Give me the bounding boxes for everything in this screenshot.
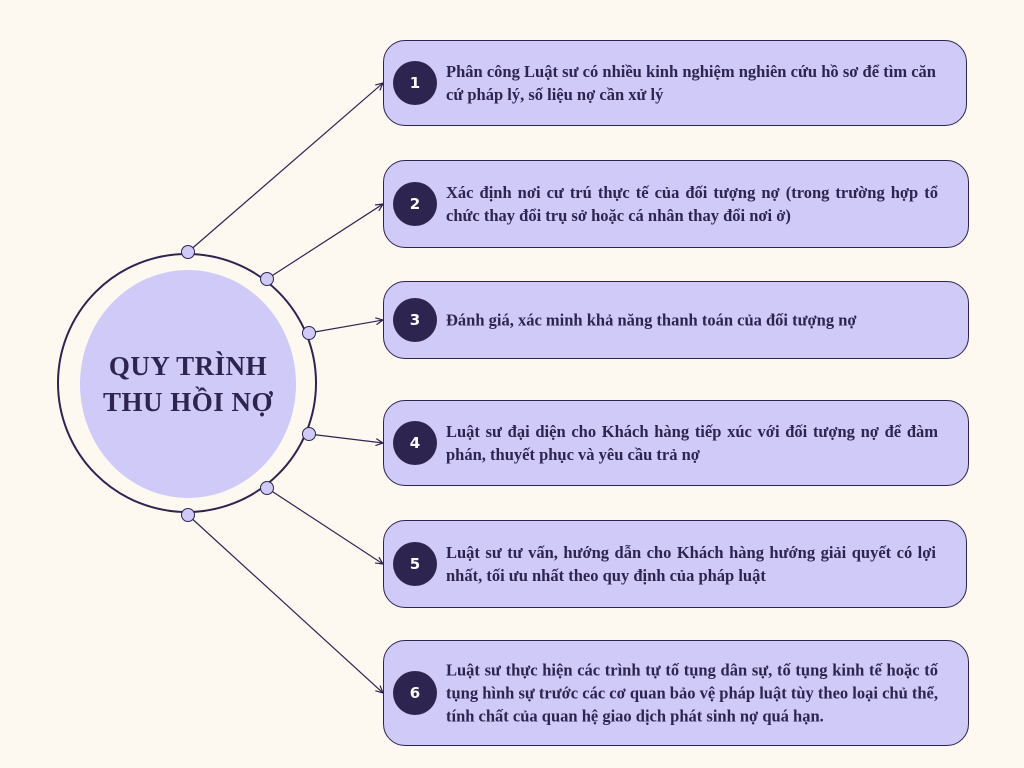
step-box-1: 1 Phân công Luật sư có nhiều kinh nghiệm… — [383, 40, 967, 126]
step-text-4: Luật sư đại diện cho Khách hàng tiếp xúc… — [446, 422, 938, 464]
hub-title-line-2: THU HỒI NỢ — [102, 387, 274, 417]
step-number-3: 3 — [393, 298, 437, 342]
step-text-3: Đánh giá, xác minh khả năng thanh toán c… — [446, 310, 857, 330]
hub-circle: QUY TRÌNH THU HỒI NỢ — [80, 270, 296, 498]
arrowhead-2 — [374, 203, 385, 212]
knob-6 — [181, 508, 195, 522]
knob-2 — [260, 272, 274, 286]
connector-line-1 — [187, 82, 384, 253]
knob-3 — [302, 326, 316, 340]
step-text-1: Phân công Luật sư có nhiều kinh nghiệm n… — [446, 62, 936, 104]
hub-title: QUY TRÌNH THU HỒI NỢ — [103, 348, 273, 420]
step-number-4: 4 — [393, 421, 437, 465]
knob-1 — [181, 245, 195, 259]
step-box-3: 3 Đánh giá, xác minh khả năng thanh toán… — [383, 281, 969, 359]
arrowhead-5 — [374, 556, 385, 565]
connector-line-5 — [266, 487, 384, 565]
connector-line-4 — [308, 433, 384, 444]
step-box-2: 2 Xác định nơi cư trú thực tế của đối tư… — [383, 160, 969, 248]
step-text-5: Luật sư tư vấn, hướng dẫn cho Khách hàng… — [446, 543, 936, 585]
step-box-4: 4 Luật sư đại diện cho Khách hàng tiếp x… — [383, 400, 969, 486]
connector-line-6 — [187, 514, 384, 694]
connector-line-3 — [308, 319, 384, 334]
step-number-2: 2 — [393, 182, 437, 226]
step-number-1: 1 — [393, 61, 437, 105]
step-text-2: Xác định nơi cư trú thực tế của đối tượn… — [446, 183, 938, 225]
connector-line-2 — [266, 203, 384, 280]
knob-5 — [260, 481, 274, 495]
hub-title-line-1: QUY TRÌNH — [108, 351, 268, 381]
step-box-5: 5 Luật sư tư vấn, hướng dẫn cho Khách hà… — [383, 520, 967, 608]
step-number-6: 6 — [393, 671, 437, 715]
step-number-5: 5 — [393, 542, 437, 586]
knob-4 — [302, 427, 316, 441]
step-box-6: 6 Luật sư thực hiện các trình tự tố tụng… — [383, 640, 969, 746]
step-text-6: Luật sư thực hiện các trình tự tố tụng d… — [446, 660, 938, 726]
